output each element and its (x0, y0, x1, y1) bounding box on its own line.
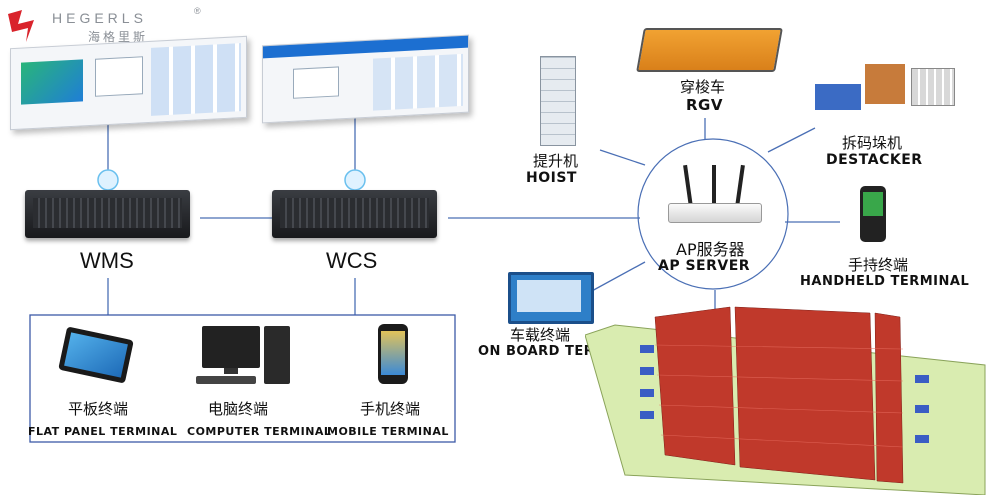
logo-registered-mark: ® (194, 6, 201, 16)
handheld-en-label: HANDHELD TERMINAL (800, 274, 970, 289)
wcs-label: WCS (326, 248, 378, 273)
warehouse-rack-image (585, 306, 986, 495)
terminals-frame (29, 314, 456, 443)
wms-screen-image (10, 35, 247, 131)
logo-brand-text: HEGERLS (52, 10, 147, 26)
ap-router-image (668, 164, 762, 223)
destacker-en-label: DESTACKER (826, 152, 923, 168)
wms-server-image (25, 190, 190, 238)
hoist-cn-label: 提升机 (533, 152, 579, 170)
mobile-en-label: MOBILE TERMINAL (327, 425, 449, 438)
hoist-image (540, 56, 576, 146)
wms-connector (97, 169, 119, 191)
computer-icon (196, 326, 296, 390)
link-ap-destacker (767, 127, 816, 153)
rgv-cn-label: 穿梭车 (680, 78, 726, 96)
link-ap-hoist (599, 149, 646, 166)
hoist-en-label: HOIST (526, 170, 577, 186)
rgv-shuttle-image (636, 28, 783, 72)
wcs-screen-image (262, 34, 469, 124)
mobile-phone-icon (378, 324, 408, 384)
brand-logo: HEGERLS ® 海格里斯 (4, 6, 204, 46)
logo-mark-icon (8, 10, 34, 42)
destacker-image (815, 58, 955, 114)
wcs-connector (344, 169, 366, 191)
wcs-server-image (272, 190, 437, 238)
logo-cn-text: 海格里斯 (88, 30, 149, 44)
onboard-cn-label: 车载终端 (510, 326, 571, 344)
handheld-terminal-image (860, 186, 886, 242)
computer-en-label: COMPUTER TERMINAL (187, 425, 332, 438)
rgv-en-label: RGV (686, 96, 723, 114)
handheld-cn-label: 手持终端 (848, 256, 909, 274)
flat-panel-en-label: FLAT PANEL TERMINAL (28, 425, 178, 438)
wms-label: WMS (80, 248, 134, 273)
onboard-terminal-image (508, 272, 594, 324)
ap-server-en-label: AP SERVER (658, 258, 751, 274)
computer-cn-label: 电脑终端 (208, 400, 269, 418)
ap-circle (637, 138, 789, 290)
flat-panel-cn-label: 平板终端 (68, 400, 129, 418)
ap-server-cn-label: AP服务器 (676, 240, 745, 259)
link-ap-onboard (589, 261, 646, 293)
mobile-cn-label: 手机终端 (360, 400, 421, 418)
destacker-cn-label: 拆码垛机 (842, 134, 903, 152)
